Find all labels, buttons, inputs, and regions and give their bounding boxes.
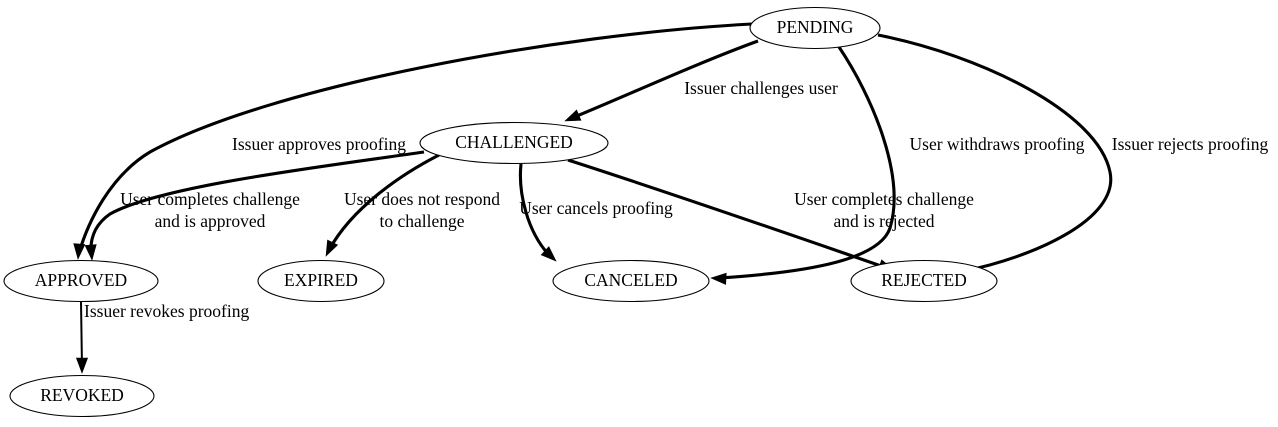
state-node-approved[interactable]: APPROVED bbox=[3, 259, 159, 303]
edge-label-line: User completes challenge bbox=[794, 189, 974, 209]
edge-label-pending-approved: Issuer approves proofing bbox=[232, 134, 406, 154]
edge-label-pending-challenged: Issuer challenges user bbox=[684, 78, 838, 98]
edge-challenged-canceled bbox=[518, 163, 557, 262]
edge-label-line: and is approved bbox=[155, 211, 266, 231]
node-ellipse-rejected bbox=[850, 259, 998, 303]
node-ellipse-pending bbox=[749, 6, 881, 50]
edge-label-line: User does not respond bbox=[344, 189, 500, 209]
node-label-challenged: CHALLENGED bbox=[455, 132, 573, 152]
arrowhead-challenged-approved bbox=[84, 244, 97, 261]
node-label-approved: APPROVED bbox=[35, 270, 127, 290]
edge-label-pending-canceled: User withdraws proofing bbox=[910, 134, 1085, 154]
arrowhead-pending-approved bbox=[73, 243, 86, 260]
state-node-challenged[interactable]: CHALLENGED bbox=[419, 121, 609, 165]
edge-line-approved-revoked bbox=[80, 301, 83, 368]
edge-label-line: User completes challenge bbox=[120, 189, 300, 209]
edge-pending-approved bbox=[73, 22, 753, 260]
edge-label-challenged-canceled: User cancels proofing bbox=[519, 198, 673, 218]
edge-line-challenged-rejected bbox=[567, 158, 888, 270]
edge-label-line: User cancels proofing bbox=[519, 198, 673, 218]
state-node-expired[interactable]: EXPIRED bbox=[257, 259, 385, 303]
arrowhead-challenged-canceled bbox=[540, 246, 557, 262]
node-ellipse-revoked bbox=[9, 374, 155, 418]
node-label-rejected: REJECTED bbox=[881, 270, 967, 290]
edge-line-challenged-canceled bbox=[518, 163, 552, 258]
edge-pending-rejected bbox=[877, 33, 1113, 283]
edge-label-pending-rejected: Issuer rejects proofing bbox=[1112, 134, 1269, 154]
node-label-pending: PENDING bbox=[777, 17, 854, 37]
state-node-rejected[interactable]: REJECTED bbox=[850, 259, 998, 303]
edge-challenged-expired bbox=[325, 153, 440, 257]
edge-line-pending-rejected bbox=[877, 33, 1113, 273]
edge-label-approved-revoked: Issuer revokes proofing bbox=[84, 301, 249, 321]
node-ellipse-expired bbox=[257, 259, 385, 303]
edge-label-line: Issuer revokes proofing bbox=[84, 301, 249, 321]
state-node-revoked[interactable]: REVOKED bbox=[9, 374, 155, 418]
state-node-pending[interactable]: PENDING bbox=[749, 6, 881, 50]
edge-label-line: Issuer rejects proofing bbox=[1112, 134, 1269, 154]
edge-line-pending-approved bbox=[77, 22, 753, 254]
nodes-layer: PENDING CHALLENGED APPROVED EXPIRED CANCELED… bbox=[3, 6, 998, 418]
edge-line-challenged-expired bbox=[327, 153, 440, 251]
edge-label-line: Issuer approves proofing bbox=[232, 134, 406, 154]
edge-label-line: and is rejected bbox=[833, 211, 934, 231]
edge-label-line: to challenge bbox=[379, 211, 464, 231]
arrowhead-pending-canceled bbox=[710, 272, 727, 285]
node-label-revoked: REVOKED bbox=[40, 385, 124, 405]
node-label-expired: EXPIRED bbox=[284, 270, 358, 290]
arrowhead-approved-revoked bbox=[75, 357, 89, 374]
arrowhead-challenged-expired bbox=[325, 239, 339, 257]
state-node-canceled[interactable]: CANCELED bbox=[552, 259, 710, 303]
edge-label-line: Issuer challenges user bbox=[684, 78, 838, 98]
edge-line-pending-challenged bbox=[571, 39, 759, 120]
node-label-canceled: CANCELED bbox=[584, 270, 677, 290]
edge-challenged-approved bbox=[84, 150, 425, 261]
edge-line-pending-canceled bbox=[717, 46, 896, 280]
edge-label-line: User withdraws proofing bbox=[910, 134, 1085, 154]
node-ellipse-approved bbox=[3, 259, 159, 303]
edge-approved-revoked bbox=[75, 301, 89, 374]
node-ellipse-challenged bbox=[419, 121, 609, 165]
arrowhead-pending-challenged bbox=[564, 109, 582, 122]
edge-pending-canceled bbox=[710, 46, 896, 285]
node-ellipse-canceled bbox=[552, 259, 710, 303]
edge-line-challenged-approved bbox=[89, 150, 425, 255]
edge-pending-challenged bbox=[564, 39, 759, 122]
